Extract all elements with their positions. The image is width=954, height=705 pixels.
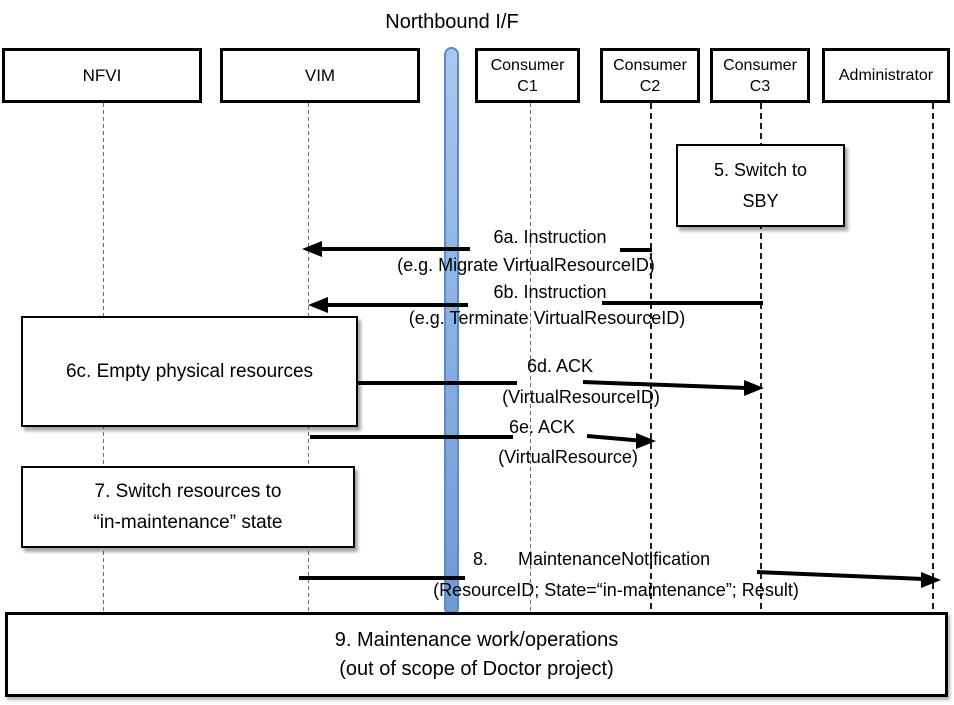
actor-label-c3: C3 bbox=[749, 77, 771, 95]
step-9-line1: 9. Maintenance work/operations bbox=[334, 628, 619, 651]
actor-label-consumer: Consumer bbox=[490, 56, 565, 74]
message-8-title: 8. MaintenanceNotification bbox=[473, 548, 710, 570]
message-6b-detail: (e.g. Terminate VirtualResourceID) bbox=[408, 308, 686, 328]
arrow-6a-line bbox=[316, 247, 470, 251]
actor-label-nfvi: NFVI bbox=[82, 66, 122, 85]
actor-label-consumer: Consumer bbox=[613, 56, 687, 74]
lifeline-consumer-c3 bbox=[760, 103, 762, 612]
message-6a-title: 6a. Instruction bbox=[493, 227, 607, 247]
actor-box-administrator: Administrator bbox=[822, 48, 950, 103]
arrow-6e-line bbox=[310, 435, 513, 439]
actor-box-vim: VIM bbox=[220, 48, 420, 103]
message-8-detail: (ResourceID; State=“in-maintenance”; Res… bbox=[433, 580, 799, 600]
arrow-6a-line-right bbox=[620, 248, 652, 252]
arrow-6d-head bbox=[744, 380, 764, 396]
actor-box-nfvi: NFVI bbox=[2, 48, 202, 103]
actor-label-c2: C2 bbox=[639, 77, 661, 95]
step-5-line1: 5. Switch to bbox=[713, 159, 808, 180]
actor-label-consumer: Consumer bbox=[723, 56, 797, 74]
message-8-name: MaintenanceNotification bbox=[518, 549, 711, 569]
arrow-6a-head bbox=[302, 241, 322, 257]
step-7-line2: “in-maintenance” state bbox=[93, 512, 283, 533]
actor-label-administrator: Administrator bbox=[838, 67, 934, 84]
arrow-6e-head bbox=[636, 433, 656, 449]
lifeline-consumer-c2 bbox=[650, 103, 652, 612]
actor-label-vim: VIM bbox=[304, 66, 336, 85]
step-box-6c-empty-physical-resources: 6c. Empty physical resources bbox=[21, 316, 358, 427]
arrow-6b-line bbox=[322, 303, 468, 307]
arrow-6d-line bbox=[358, 381, 517, 385]
arrow-8-head bbox=[921, 572, 941, 588]
step-box-5-switch-to-sby: 5. Switch to SBY bbox=[676, 144, 845, 227]
northbound-if-bar bbox=[444, 47, 459, 613]
arrow-8-line bbox=[299, 576, 465, 580]
step-box-9-maintenance-work: 9. Maintenance work/operations (out of s… bbox=[5, 612, 948, 697]
actor-box-consumer-c2: Consumer C2 bbox=[600, 48, 700, 103]
step-9-line2: (out of scope of Doctor project) bbox=[339, 657, 614, 680]
step-box-7-switch-resources: 7. Switch resources to “in-maintenance” … bbox=[21, 466, 355, 548]
northbound-if-title: Northbound I/F bbox=[385, 11, 519, 33]
step-5-line2: SBY bbox=[742, 190, 779, 211]
actor-box-consumer-c3: Consumer C3 bbox=[710, 48, 810, 103]
arrow-6b-head bbox=[308, 297, 328, 313]
message-6d-detail: (VirtualResourceID) bbox=[502, 387, 660, 407]
message-6e-title: 6e. ACK bbox=[508, 417, 576, 437]
message-6b-title: 6b. Instruction bbox=[493, 282, 607, 302]
lifeline-consumer-c1 bbox=[530, 103, 531, 612]
actor-box-consumer-c1: Consumer C1 bbox=[475, 48, 580, 103]
message-6a-detail: (e.g. Migrate VirtualResourceID) bbox=[397, 255, 655, 275]
message-8-number: 8. bbox=[473, 549, 489, 569]
step-7-line1: 7. Switch resources to bbox=[94, 481, 282, 502]
arrow-6b-line-right bbox=[602, 301, 763, 305]
step-6c-text: 6c. Empty physical resources bbox=[65, 360, 314, 382]
message-6e-detail: (VirtualResource) bbox=[498, 447, 638, 467]
message-6d-title: 6d. ACK bbox=[526, 356, 594, 376]
lifeline-administrator bbox=[932, 103, 934, 612]
actor-label-c1: C1 bbox=[517, 77, 538, 95]
